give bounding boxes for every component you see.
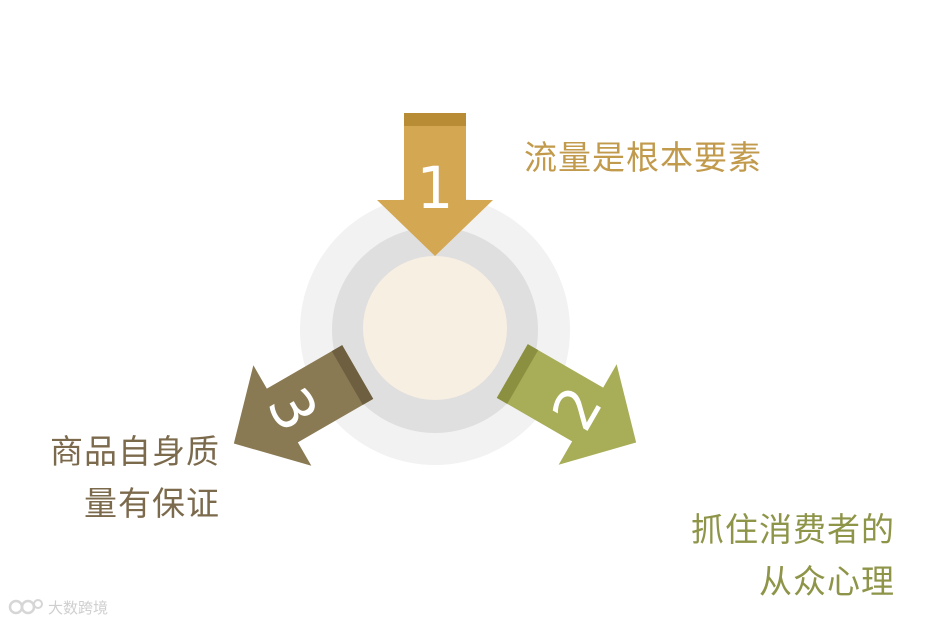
step-3-label: 商品自身质 量有保证	[50, 426, 220, 530]
center-circle	[363, 256, 507, 400]
arrow-2-edge	[496, 344, 539, 404]
arrow-1: 1	[377, 113, 493, 256]
watermark-text: 大数跨境	[48, 598, 109, 617]
watermark: 大数跨境	[8, 595, 108, 619]
step-1-label: 流量是根本要素	[524, 132, 762, 184]
arrow-2: 2	[496, 344, 637, 465]
arrow-3-edge	[331, 345, 374, 405]
watermark-logo-icon	[8, 599, 43, 615]
arrow-2-body	[496, 344, 637, 465]
step-3-line-2: 量有保证	[84, 484, 220, 523]
step-2-label: 抓住消费者的 从众心理	[691, 504, 895, 608]
step-2-line-2: 从众心理	[759, 562, 895, 601]
arrow-3-body	[233, 345, 374, 466]
arrow-1-edge	[404, 113, 466, 126]
step-2-line-1: 抓住消费者的	[691, 510, 895, 549]
step-1-text: 流量是根本要素	[524, 138, 762, 177]
arrow-1-body	[377, 113, 493, 256]
step-3-line-1: 商品自身质	[50, 432, 220, 471]
arrow-1-number: 1	[417, 154, 454, 222]
